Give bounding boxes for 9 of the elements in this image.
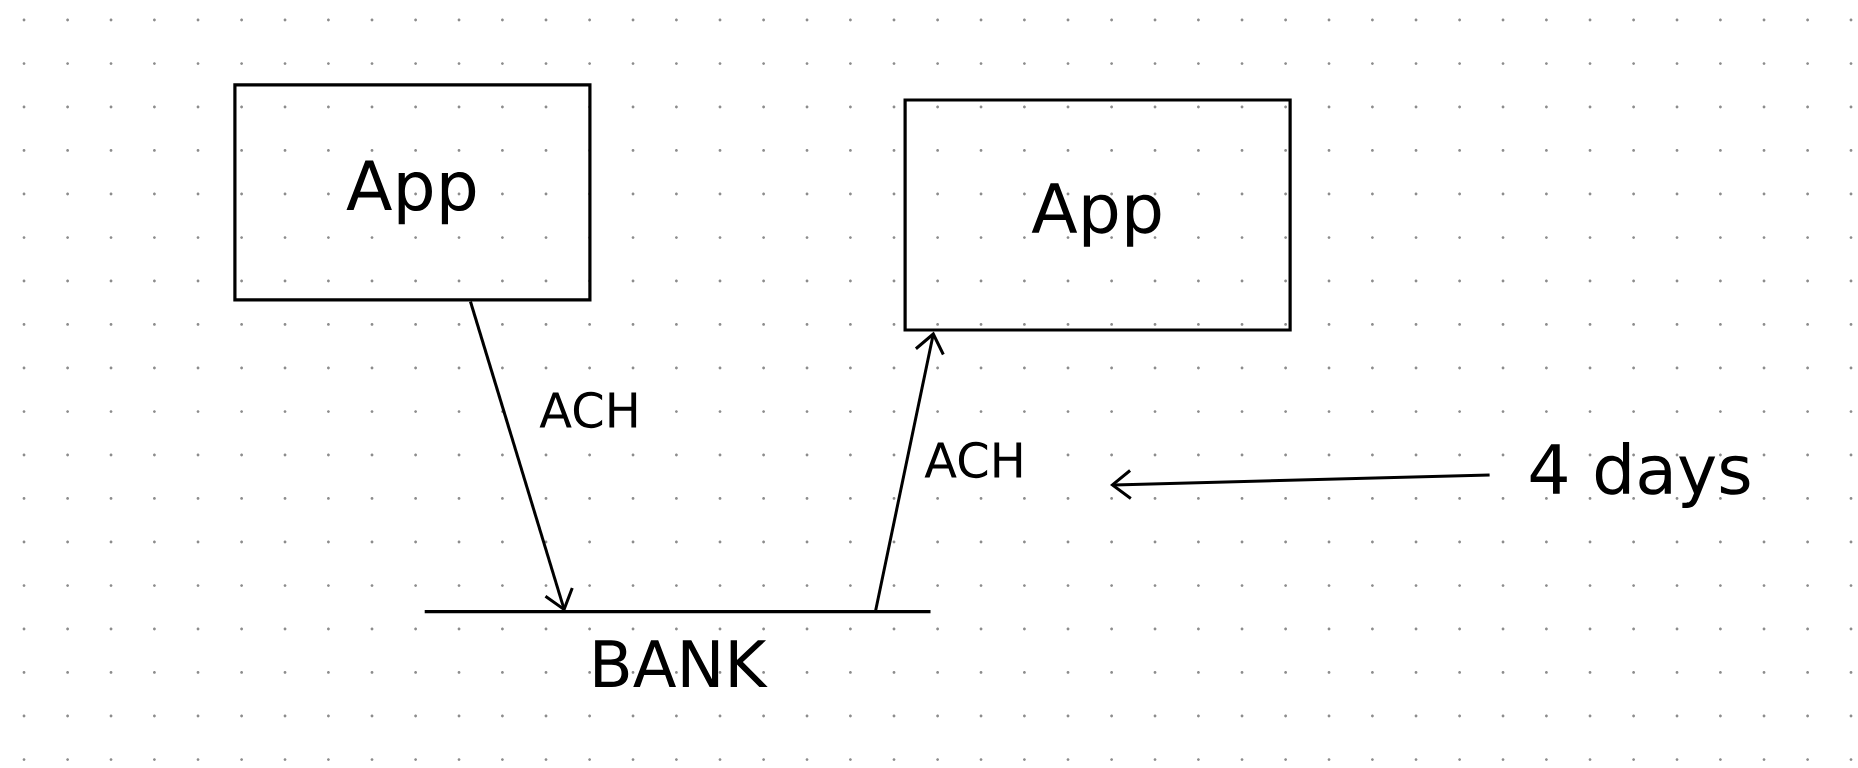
edge-label: ACH [920,437,1030,483]
app-box: App [233,83,592,302]
bank-label: BANK [424,610,931,687]
app-box: App [903,98,1292,332]
arrow [873,331,945,612]
edge-label: ACH [535,387,645,433]
arrow [469,301,574,612]
duration-label: 4 days [1530,442,1750,508]
arrow [1110,469,1490,500]
